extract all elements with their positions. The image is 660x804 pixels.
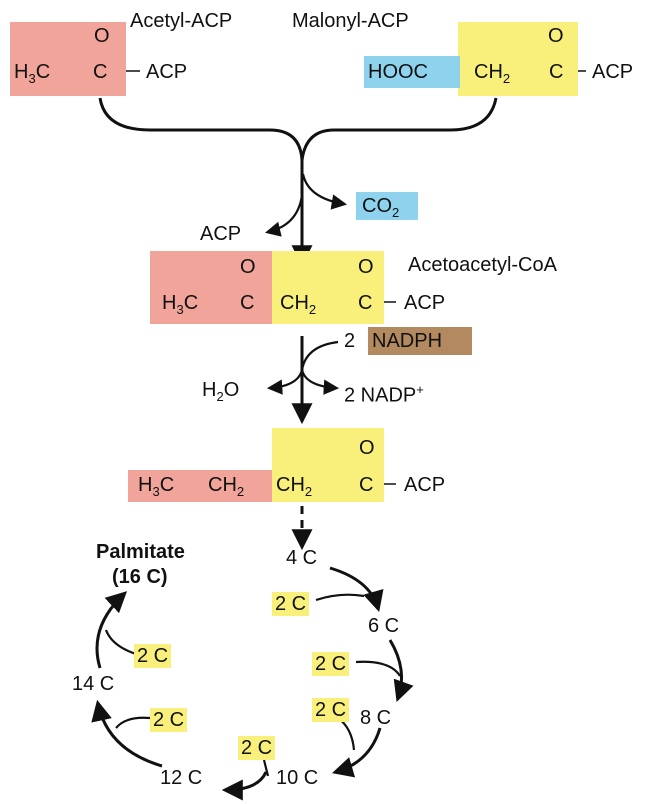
acetyl-acp-label: Acetyl-ACP [130,10,233,32]
acetoacetyl-c2: C [358,292,373,314]
malonyl-methylene: CH2 [474,61,511,86]
acetoacetyl-acetyl-highlight [150,251,272,324]
acetyl-acp-group: ACP [146,61,188,83]
malonyl-merge-line [300,97,498,161]
malonyl-acp-label: Malonyl-ACP [292,10,409,32]
malonyl-carbonyl-c: C [549,61,564,83]
acetyl-carbonyl-o: O [94,25,110,47]
cycle-arrow-6-to-8 [388,639,414,702]
acetoacetyl-label: Acetoacetyl-CoA [408,254,557,276]
palmitate-label: Palmitate [96,541,185,563]
co2-highlight [356,192,418,220]
chain-8c: 8 C [360,707,392,729]
water-release-arrow [266,369,304,395]
co2-label: CO2 [362,195,400,220]
nadph-coefficient: 2 [344,330,356,352]
butyryl-carbonyl-c: C [359,474,374,496]
butyryl-acetyl-highlight [128,470,272,502]
acetoacetyl-malonyl-highlight [272,251,384,324]
acp-released-label: ACP [200,223,242,245]
acetoacetyl-o2: O [358,256,374,278]
acetoacetyl-methyl: H3C [162,292,199,317]
cycle-arrow-8-to-10 [331,727,382,778]
add-2c-arrow-2 [355,660,401,677]
malonyl-carbonyl-o: O [548,25,564,47]
acp-release-arrow [265,194,304,237]
butyryl-acp: ACP [404,474,446,496]
butyryl-malonyl-highlight [272,428,384,502]
acetyl-carbonyl-c: C [93,61,108,83]
carboxyl-group-highlight [364,56,460,88]
butyryl-methylene-2: CH2 [276,474,313,499]
nadph-label: NADPH [372,330,443,352]
butyryl-methylene-1: CH2 [208,474,245,499]
chain-10c: 10 C [276,767,319,789]
nadph-in-arrow [300,340,339,371]
chain-4c: 4 C [286,547,318,569]
add-2c-2: 2 C [312,652,350,676]
add-2c-arrow-5 [115,716,151,729]
acetoacetyl-methylene: CH2 [280,292,317,317]
add-2c-arrow-3 [337,717,356,751]
nadp-label: 2 NADP+ [344,382,424,407]
add-2c-5: 2 C [150,708,188,732]
chain-6c: 6 C [368,615,400,637]
add-2c-arrow-4 [262,759,270,777]
malonyl-carbon-highlight [458,22,578,96]
acetoacetyl-acp: ACP [404,292,446,314]
malonyl-acp-group: ACP [592,61,634,83]
acetyl-group-highlight [10,22,126,96]
co2-release-arrow [301,173,348,210]
water-label: H2O [202,379,240,404]
cycle-arrow-4-to-6 [329,566,384,613]
add-2c-3: 2 C [312,698,350,722]
add-2c-arrow-6 [104,629,137,656]
acetyl-merge-line [98,97,304,161]
palmitate-carbon-count: (16 C) [112,566,168,588]
butyryl-methyl: H3C [138,474,175,499]
acetoacetyl-o1: O [240,256,256,278]
acetyl-methyl: H3C [14,61,51,86]
butyryl-o: O [359,437,375,459]
add-2c-4: 2 C [238,736,276,760]
chain-12c: 12 C [160,767,203,789]
chain-14c: 14 C [72,673,115,695]
add-2c-6: 2 C [134,644,172,668]
acetoacetyl-c1: C [240,292,255,314]
cycle-arrow-10-to-12 [221,771,268,801]
cycle-arrow-12-to-14 [91,699,163,768]
add-2c-1: 2 C [272,592,310,616]
nadp-release-arrow [300,369,340,395]
malonyl-carboxyl: HOOC [368,61,428,83]
nadph-highlight [368,327,472,355]
cycle-arrow-14-to-16 [95,591,128,669]
add-2c-arrow-1 [315,593,365,602]
